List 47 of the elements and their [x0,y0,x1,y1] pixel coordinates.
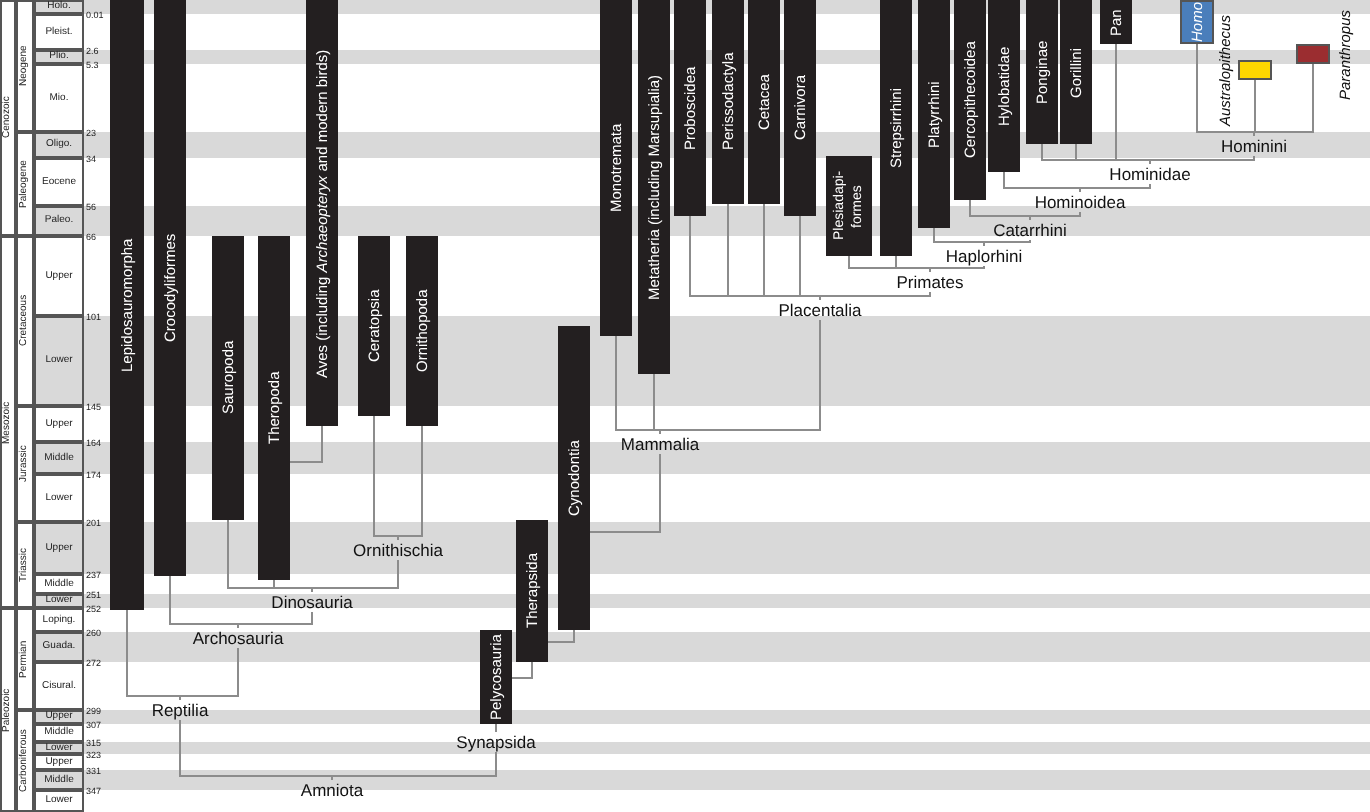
branch-line [799,215,821,301]
branch-line [179,647,239,701]
clade-label: Hominidae [1109,164,1191,184]
clade-label: Primates [896,272,964,292]
branch-line [495,723,497,733]
branch-line [179,719,333,781]
branch-line [289,425,323,463]
branch-line [659,319,821,435]
branch-line [169,575,239,629]
branch-line [1149,155,1255,165]
branch-line [929,265,985,273]
clade-label: Reptilia [151,700,209,720]
branch-line [511,661,533,679]
branch-line [653,373,661,435]
clade-label: Hominoidea [1034,192,1126,212]
branch-line [819,291,931,301]
clade-label: Haplorhini [945,246,1023,266]
branch-line [547,629,575,643]
branch-line [589,453,661,533]
branch-line [126,609,181,701]
branch-line [1079,183,1151,193]
clade-label: Archosauria [192,628,284,648]
genus-box [1238,60,1272,80]
genus-box [1296,44,1330,64]
clade-label: Catarrhini [993,220,1067,240]
branch-line [273,579,313,593]
clade-label: Ornithischia [353,540,443,560]
branch-line [237,611,313,629]
clade-label: Synapsida [456,732,536,752]
branch-line [1196,43,1255,137]
branch-line [1253,79,1256,137]
clade-label: Hominini [1220,136,1288,156]
branch-line [1029,211,1081,221]
branch-line [969,199,1031,221]
clade-label: Mammalia [620,434,700,454]
branch-line [895,255,931,273]
branch-line [1253,63,1314,137]
clade-label: Placentalia [778,300,862,320]
branch-line [1003,171,1081,193]
clade-label: Amniota [300,780,364,800]
branch-line [331,751,497,781]
branch-line [933,227,985,247]
clade-label: Dinosauria [271,592,353,612]
branch-line [373,415,399,541]
branch-line [397,425,423,541]
branch-line [983,239,1031,247]
branch-line [311,559,399,593]
